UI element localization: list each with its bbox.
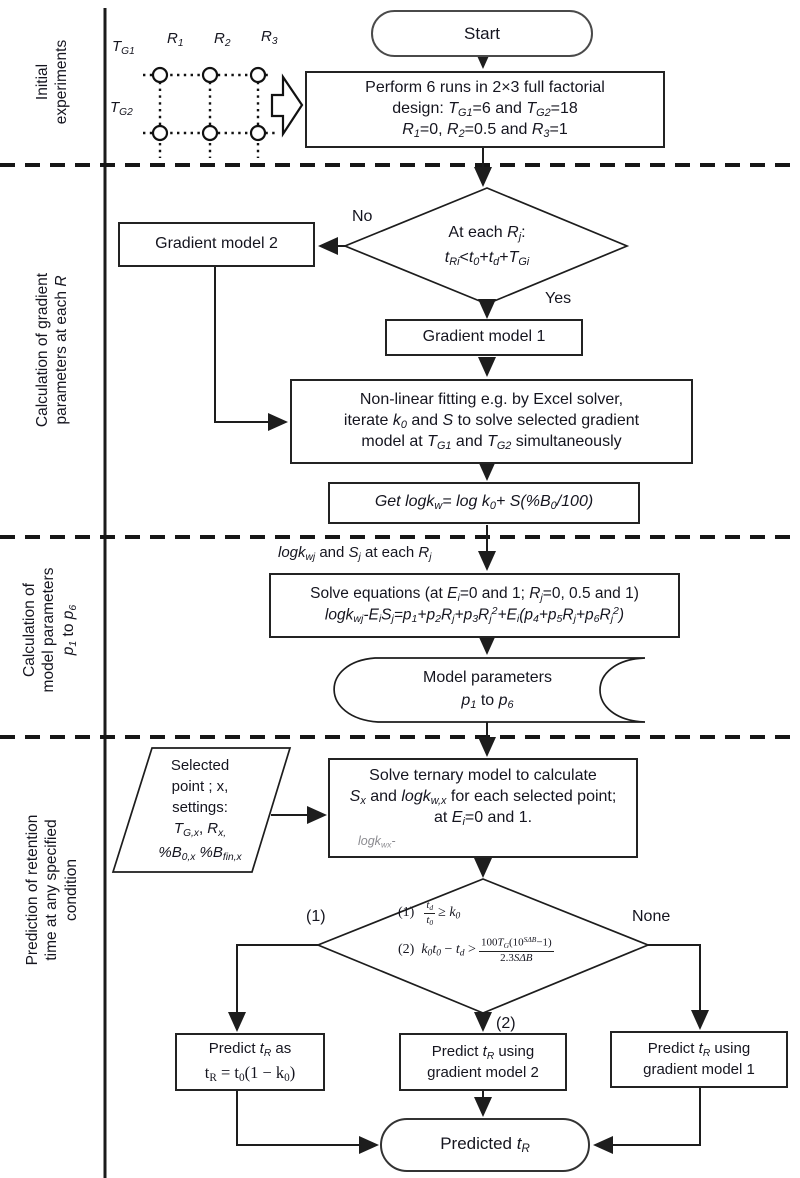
decision2-branch2-label: (2) (496, 1015, 516, 1032)
sidebar-label-line: p1 to p6 (59, 604, 79, 656)
predict-model1-line: Predict tR using (647, 1040, 751, 1060)
start-node: Start (371, 10, 593, 57)
nonlinear-line: iterate k0 and S to solve selected gradi… (343, 411, 640, 431)
decision2-condition-1: (1) td t0 ≥ k0 (398, 899, 557, 927)
fraction-denominator: 2.3SΔB (500, 951, 533, 964)
solve-ternary-line: at Ei=0 and 1. (433, 808, 533, 828)
selected-point-node: Selected point ; x, settings: TG,x, Rx, … (125, 752, 275, 868)
condition1-rhs: ≥ k0 (438, 904, 461, 922)
sidebar-label-line: model parameters (40, 567, 58, 693)
solve-ternary-line: Sx and logkw,x for each selected point; (349, 787, 617, 807)
condition1-fraction: td t0 (424, 899, 436, 927)
predict-model2-line: gradient model 2 (427, 1063, 539, 1081)
sidebar-section-gradient-parameters: Calculation of gradient parameters at ea… (24, 160, 80, 540)
gradient-model-1-label: Gradient model 1 (422, 328, 546, 346)
solve-ternary-line: Solve ternary model to calculate (369, 766, 597, 784)
grid-label-r2: R2 (214, 30, 231, 49)
sidebar-label-line: time at any specified (43, 819, 61, 961)
selected-point-line: TG,x, Rx, (173, 820, 227, 840)
sidebar-section-initial-experiments: Initial experiments (24, 2, 80, 162)
end-node: Predicted tR (380, 1118, 590, 1172)
gradient-model-2-node: Gradient model 2 (118, 222, 315, 267)
sidebar-label-line: Initial (33, 63, 51, 101)
sidebar-label-line: parameters at each R (53, 275, 70, 425)
model-parameters-line: p1 to p6 (461, 692, 514, 712)
predict-model1-line: gradient model 1 (643, 1061, 755, 1079)
decision2-branch-none-label: None (632, 908, 671, 925)
decision1-yes-label: Yes (545, 290, 572, 307)
sidebar-label-line: Calculation of gradient (33, 272, 51, 428)
end-label: Predicted tR (440, 1134, 530, 1156)
start-label: Start (464, 23, 500, 43)
block-arrow-icon (270, 73, 304, 138)
perform-line: R1=0, R2=0.5 and R3=1 (402, 120, 568, 140)
grid-label-tg1: TG1 (112, 38, 135, 57)
factorial-grid (143, 73, 276, 158)
solve-ternary-faint-line: logkwx- (358, 833, 396, 850)
sidebar-section-model-parameters: Calculation of model parameters p1 to p6 (10, 530, 90, 730)
perform-line: design: TG1=6 and TG2=18 (392, 99, 578, 119)
input-parallelogram (111, 747, 292, 873)
solve-equations-line: Solve equations (at Ei=0 and 1; Rj=0, 0.… (310, 584, 639, 604)
arrows (214, 49, 709, 1154)
condition2-lhs: k0t0 − td > (421, 942, 476, 959)
sidebar-label-line: condition (62, 858, 80, 922)
solve-equations-line: logkwj-EiSj=p1+p2Rj+p3Rj2+Ei(p4+p5Rj+p6R… (324, 605, 625, 626)
get-logkw-node: Get logkw= log k0+ S(%B0/100) (328, 482, 640, 524)
decision1-line: tRi<t0+td+TGi (444, 249, 530, 269)
decision2-condition-2: (2) k0t0 − td > 100TG(10SΔB−1) 2.3SΔB (398, 936, 557, 964)
decision2-branch1-label: (1) (306, 908, 326, 925)
decision1-text: At each Rj: tRi<t0+td+TGi (387, 216, 587, 276)
solve-ternary-node: Solve ternary model to calculate Sx and … (328, 758, 638, 858)
get-logkw-line: Get logkw= log k0+ S(%B0/100) (374, 493, 594, 513)
gradient-model-1-node: Gradient model 1 (385, 319, 583, 356)
factorial-grid-points (151, 66, 267, 142)
selected-point-line: %B0,x %Bfin,x (158, 843, 242, 863)
selected-point-line: Selected (170, 757, 230, 775)
fraction-numerator: 100TG(10SΔB−1) (478, 935, 554, 952)
sidebar-section-prediction: Prediction of retention time at any spec… (12, 725, 92, 1055)
grid-label-r3: R3 (261, 28, 278, 47)
fraction-denominator: t0 (426, 913, 434, 927)
predict-model2-line: Predict tR using (431, 1042, 535, 1062)
predict-tr-direct-node: Predict tR as tR = t0(1 − k0) (175, 1033, 325, 1091)
decision1-no-label: No (352, 208, 373, 225)
grid-label-tg2: TG2 (110, 99, 133, 118)
logkwj-annotation: logkwj and Sj at each Rj (278, 544, 432, 563)
model-parameters-line: Model parameters (423, 669, 552, 686)
decision1-line: At each Rj: (448, 224, 526, 244)
nonlinear-line: Non-linear fitting e.g. by Excel solver, (359, 390, 624, 408)
predict-direct-line: Predict tR as (208, 1039, 292, 1059)
sidebar-label-line: experiments (53, 39, 70, 125)
selected-point-line: settings: (172, 799, 228, 817)
nonlinear-line: model at TG1 and TG2 simultaneously (361, 432, 622, 452)
sidebar-label-line: Calculation of (21, 583, 39, 677)
model-parameters-node: Model parameters p1 to p6 (360, 660, 615, 720)
predict-direct-formula: tR = t0(1 − k0) (204, 1062, 296, 1084)
perform-line: Perform 6 runs in 2×3 full factorial (365, 78, 605, 96)
predict-tr-model1-node: Predict tR using gradient model 1 (610, 1031, 788, 1088)
sidebar-label-line: Prediction of retention (23, 814, 41, 966)
solve-equations-node: Solve equations (at Ei=0 and 1; Rj=0, 0.… (269, 573, 680, 638)
perform-runs-node: Perform 6 runs in 2×3 full factorial des… (305, 71, 665, 148)
predict-tr-model2-node: Predict tR using gradient model 2 (399, 1033, 567, 1091)
selected-point-line: point ; x, (171, 778, 229, 796)
stored-data-shape (333, 657, 646, 723)
section-dividers (0, 163, 800, 739)
condition1-index: (1) (398, 905, 422, 921)
condition2-fraction: 100TG(10SΔB−1) 2.3SΔB (478, 935, 554, 964)
condition2-index: (2) (398, 942, 422, 958)
nonlinear-fitting-node: Non-linear fitting e.g. by Excel solver,… (290, 379, 693, 464)
fraction-numerator: td (424, 899, 436, 914)
grid-label-r1: R1 (167, 30, 184, 49)
decision2-text: (1) td t0 ≥ k0 (2) k0t0 − td > 100TG(10S… (398, 899, 557, 964)
gradient-model-2-label: Gradient model 2 (155, 235, 278, 253)
